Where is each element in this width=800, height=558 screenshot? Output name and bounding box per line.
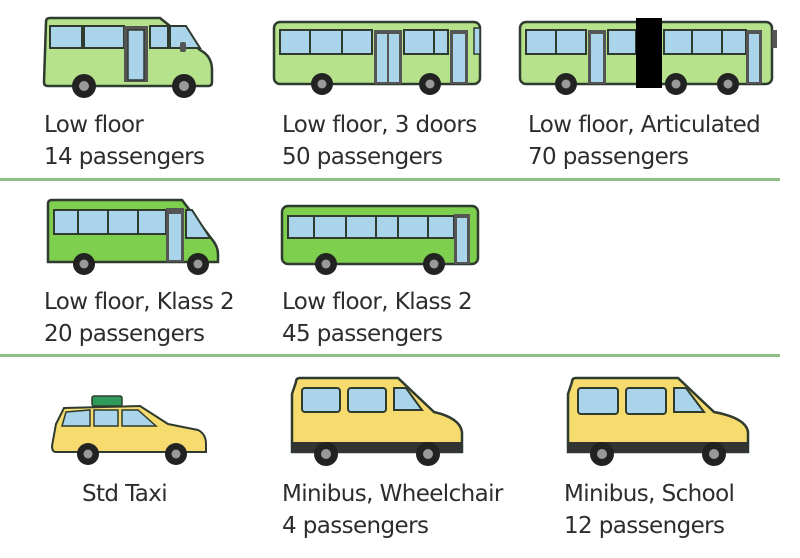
vehicle-title: Std Taxi: [82, 481, 168, 507]
vehicle-title: Minibus, School: [564, 481, 735, 507]
klass2-coach-icon: [280, 204, 480, 275]
school-minibus-icon: [566, 376, 750, 466]
vehicle-capacity: 70 passengers: [528, 144, 689, 170]
vehicle-capacity: 4 passengers: [282, 513, 429, 539]
row-divider: [0, 178, 780, 181]
taxi-icon: [50, 395, 207, 465]
klass2-midibus-icon: [46, 198, 220, 275]
vehicle-capacity: 50 passengers: [282, 144, 443, 170]
vehicle-card-articulated: Low floor, Articulated 70 passengers: [510, 0, 800, 178]
articulated-bus-icon: [518, 18, 777, 95]
vehicle-title: Low floor: [44, 112, 144, 138]
vehicle-card-low-floor: Low floor 14 passengers: [0, 0, 260, 178]
vehicle-card-klass2-45: Low floor, Klass 2 45 passengers: [260, 182, 520, 354]
vehicle-title: Low floor, 3 doors: [282, 112, 477, 138]
vehicle-capacity: 45 passengers: [282, 321, 443, 347]
vehicle-card-3-doors: Low floor, 3 doors 50 passengers: [260, 0, 520, 178]
low-floor-minibus-icon: [42, 16, 214, 98]
row-divider: [0, 354, 780, 357]
vehicle-capacity: 12 passengers: [564, 513, 725, 539]
vehicle-title: Low floor, Articulated: [528, 112, 761, 138]
three-door-bus-icon: [272, 20, 482, 95]
vehicle-title: Low floor, Klass 2: [44, 289, 235, 315]
vehicle-card-minibus-wheelchair: Minibus, Wheelchair 4 passengers: [260, 358, 540, 558]
vehicle-card-minibus-school: Minibus, School 12 passengers: [540, 358, 800, 558]
vehicle-card-std-taxi: Std Taxi: [0, 358, 260, 558]
vehicle-card-klass2-20: Low floor, Klass 2 20 passengers: [0, 182, 260, 354]
wheelchair-minibus-icon: [290, 376, 464, 466]
vehicle-capacity: 14 passengers: [44, 144, 205, 170]
vehicle-capacity: 20 passengers: [44, 321, 205, 347]
vehicle-title: Minibus, Wheelchair: [282, 481, 503, 507]
vehicle-title: Low floor, Klass 2: [282, 289, 473, 315]
